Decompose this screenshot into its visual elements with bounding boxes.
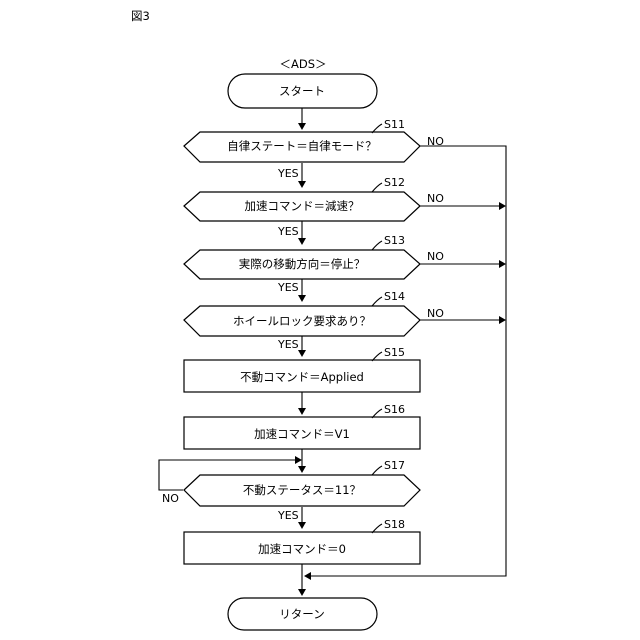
- start-label: スタート: [279, 84, 325, 98]
- return-label: リターン: [279, 607, 324, 621]
- step-id: S16: [384, 403, 405, 416]
- step-id-leader: [372, 297, 382, 306]
- step-text: 不動コマンド＝Applied: [240, 370, 364, 384]
- arrowhead: [298, 589, 306, 596]
- yes-label-s12: YES: [277, 225, 299, 238]
- arrowhead: [298, 466, 306, 473]
- step-text: 自律ステート＝自律モード？: [227, 139, 377, 153]
- arrowhead: [304, 572, 311, 580]
- arrowhead: [298, 522, 306, 529]
- step-id: S12: [384, 176, 405, 189]
- step-text: 加速コマンド＝0: [258, 542, 346, 556]
- step-id: S14: [384, 290, 405, 303]
- step-text: 加速コマンド＝減速？: [245, 199, 360, 213]
- no-label-s17: NO: [162, 492, 179, 505]
- no-label-s11: NO: [427, 135, 444, 148]
- step-id: S18: [384, 518, 405, 531]
- yes-label-s11: YES: [277, 167, 299, 180]
- no-label-s13: NO: [427, 250, 444, 263]
- arrowhead: [298, 238, 306, 245]
- arrowhead: [298, 295, 306, 302]
- step-text: 不動ステータス＝11？: [243, 483, 361, 497]
- step-id: S15: [384, 346, 405, 359]
- arrowhead: [499, 316, 506, 324]
- arrowhead: [295, 456, 302, 464]
- step-id-leader: [372, 183, 382, 192]
- step-text: 実際の移動方向＝停止？: [239, 257, 366, 271]
- arrowhead: [499, 260, 506, 268]
- step-id: S11: [384, 118, 405, 131]
- step-text: 加速コマンド＝V1: [254, 427, 350, 441]
- step-id: S13: [384, 234, 405, 247]
- figure-label: 図3: [131, 9, 150, 23]
- start-terminal: スタート: [228, 74, 377, 108]
- arrowhead: [298, 181, 306, 188]
- yes-label-s17: YES: [277, 509, 299, 522]
- no-label-s14: NO: [427, 307, 444, 320]
- step-id-leader: [372, 466, 382, 475]
- arrowhead: [298, 123, 306, 130]
- yes-label-s13: YES: [277, 281, 299, 294]
- arrowhead: [298, 408, 306, 415]
- step-id: S17: [384, 459, 405, 472]
- step-text: ホイールロック要求あり？: [233, 314, 371, 328]
- chart-title: ＜ADS＞: [279, 57, 326, 71]
- no-label-s12: NO: [427, 192, 444, 205]
- connectors: [159, 108, 506, 596]
- arrowhead: [499, 202, 506, 210]
- return-terminal: リターン: [228, 598, 377, 630]
- step-id-leader: [372, 241, 382, 250]
- arrowhead: [298, 350, 306, 357]
- yes-label-s14: YES: [277, 338, 299, 351]
